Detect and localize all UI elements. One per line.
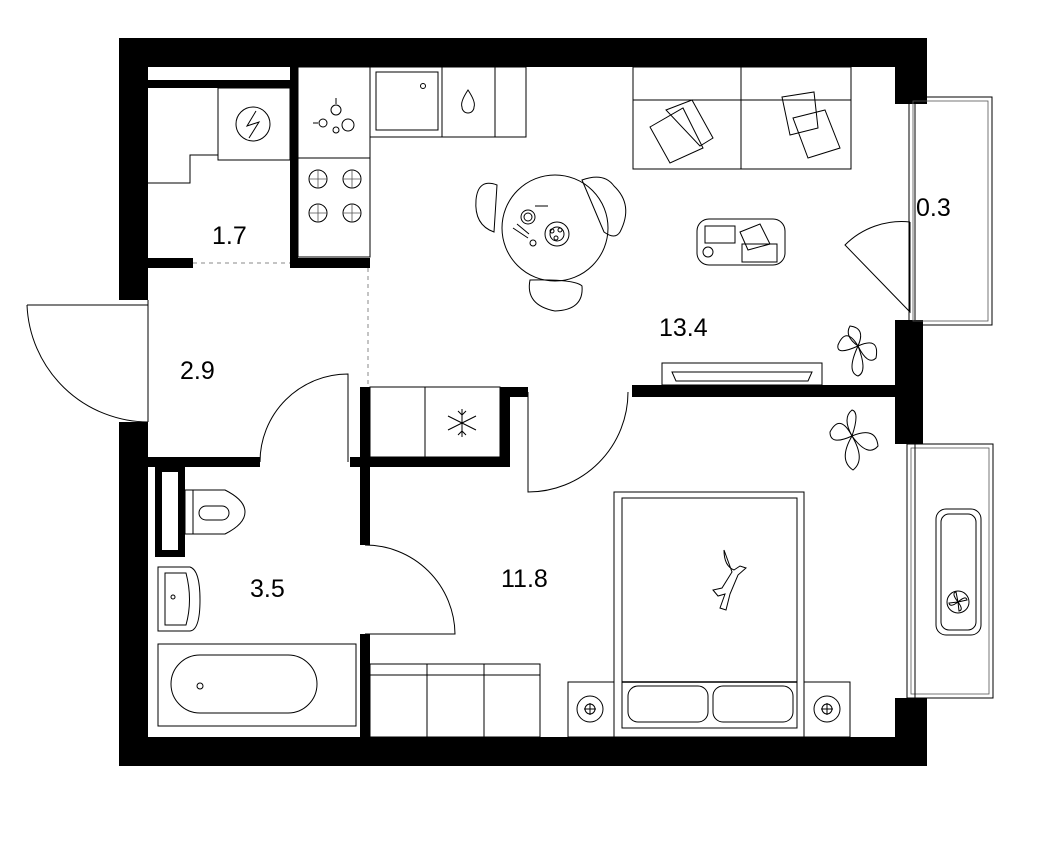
cat-icon [712,549,747,611]
area-label-hall: 2.9 [180,357,215,385]
plant-icon-bedroom [829,409,879,471]
water-drop-icon [461,89,475,114]
area-label-bathroom: 3.5 [250,575,285,603]
snowflake-icon [447,409,477,437]
kitchen-furniture [297,66,527,258]
nightstand-left [567,681,615,738]
nightstand-right [803,681,851,738]
walls [119,38,927,766]
windows [906,96,994,699]
area-label-kitchen-living: 13.4 [659,314,708,342]
balcony-unit [935,508,982,636]
tv-console [661,362,823,386]
wardrobe [369,663,541,738]
doors [26,221,911,635]
coffee-table [696,218,786,266]
sofa [632,66,852,170]
socket-icon [576,695,604,723]
lightning-icon [235,106,271,142]
fan-icon [946,590,970,614]
socket-icon-right [813,695,841,723]
plant-icon [837,325,878,377]
dining-table [475,174,627,312]
area-label-balcony: 0.3 [916,194,951,222]
utility-room-furniture [148,87,291,184]
area-label-bedroom: 11.8 [501,565,548,593]
bathroom-furniture [157,489,357,727]
bed [613,491,805,738]
freezer [369,386,501,458]
hob-burners [308,169,362,223]
stove-burner-icon [313,98,355,134]
area-label-utility: 1.7 [212,222,247,250]
